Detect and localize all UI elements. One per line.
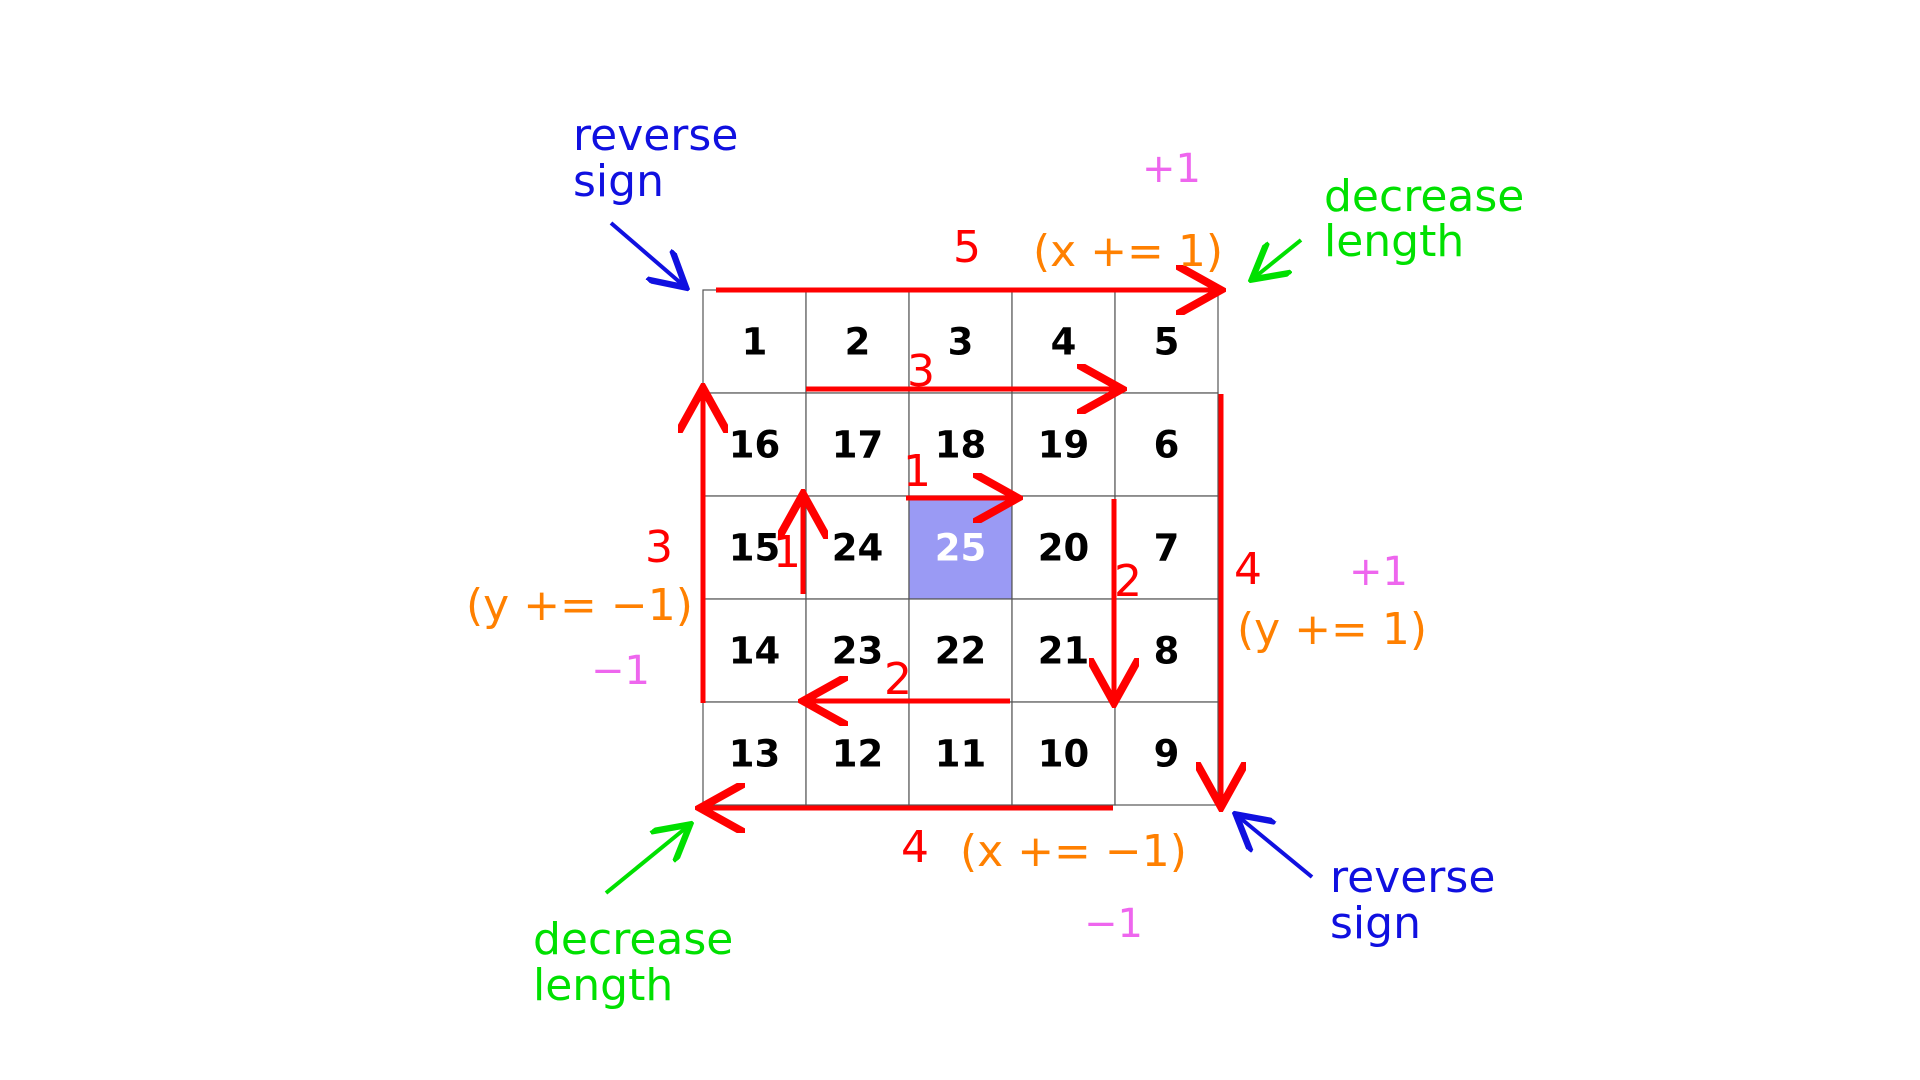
spiral-arrows — [703, 290, 1221, 808]
sign-top: +1 — [1142, 146, 1201, 192]
grid-cell-box — [702, 289, 807, 394]
grid-cell-9: 9 — [1114, 701, 1219, 806]
step-label-left: 3 — [645, 522, 673, 573]
grid-cell-4: 4 — [1011, 289, 1116, 394]
grid-cell-20: 20 — [1011, 495, 1116, 600]
grid-cell-number: 17 — [832, 424, 884, 467]
grid-cell-3: 3 — [908, 289, 1013, 394]
grid-cell-10: 10 — [1011, 701, 1116, 806]
grid-cell-21: 21 — [1011, 598, 1116, 703]
grid-cell-6: 6 — [1114, 392, 1219, 497]
increment-left: (y += −1) — [466, 580, 693, 631]
sign-left: −1 — [591, 648, 650, 694]
grid-cell-number: 22 — [935, 630, 987, 673]
step-label-bottom: 4 — [901, 822, 929, 873]
grid-cell-5: 5 — [1114, 289, 1219, 394]
increment-bottom: (x += −1) — [960, 826, 1187, 877]
step-label-center: 1 — [903, 446, 931, 497]
reverse-sign-arrow-bottom-right — [1239, 817, 1314, 879]
decrease-length-arrow-bottom-left — [604, 827, 687, 895]
grid-cell-number: 24 — [832, 527, 884, 570]
grid-cell-number: 4 — [1051, 321, 1077, 364]
grid-cell-8: 8 — [1114, 598, 1219, 703]
grid-cell-number: 11 — [935, 733, 987, 776]
grid-cell-2: 2 — [805, 289, 910, 394]
grid-cell-17: 17 — [805, 392, 910, 497]
decrease-length-bottom-left-line2: length — [533, 960, 673, 1011]
grid-cell-number: 6 — [1154, 424, 1180, 467]
grid-cell-number: 15 — [729, 527, 781, 570]
grid-cell-13: 13 — [702, 701, 807, 806]
grid-cell-number: 14 — [729, 630, 781, 673]
decrease-length-top-right-line1: decrease — [1324, 171, 1524, 222]
sign-labels: +1 +1 −1 −1 — [591, 146, 1408, 947]
decrease-length-bottom-left-line1: decrease — [533, 914, 733, 965]
grid-cell-19: 19 — [1011, 392, 1116, 497]
increment-right: (y += 1) — [1237, 604, 1427, 655]
reverse-sign-bottom-right-line2: sign — [1330, 898, 1421, 949]
grid-cell-number: 19 — [1038, 424, 1090, 467]
grid-cell-box — [908, 701, 1013, 806]
grid-cell-16: 16 — [702, 392, 807, 497]
step-label-inner-top: 3 — [907, 346, 935, 397]
step-label-top: 5 — [953, 222, 981, 273]
grid-cell-box — [1114, 495, 1219, 600]
grid-cell-number: 7 — [1154, 527, 1180, 570]
grid-cell-number: 5 — [1154, 321, 1180, 364]
decrease-length-top-right-line2: length — [1324, 216, 1464, 267]
grid-cell-23: 23 — [805, 598, 910, 703]
grid-cell-12: 12 — [805, 701, 910, 806]
step-label-inner-left: 1 — [773, 527, 801, 578]
step-labels: 5 4 4 3 3 2 2 1 1 — [645, 222, 1262, 873]
reverse-sign-arrow-top-left — [609, 221, 683, 285]
grid-cell-number: 8 — [1154, 630, 1180, 673]
step-label-inner-right: 2 — [1114, 556, 1142, 607]
grid-cell-25: 25 — [908, 495, 1013, 600]
grid-cell-number: 3 — [948, 321, 974, 364]
decrease-length-arrow-top-right — [1255, 238, 1303, 277]
grid-cell-box — [805, 392, 910, 497]
grid-cell-number: 10 — [1038, 733, 1090, 776]
step-label-right: 4 — [1234, 544, 1262, 595]
callout-arrows — [604, 221, 1314, 895]
grid-cell-box — [908, 598, 1013, 703]
grid-cell-22: 22 — [908, 598, 1013, 703]
grid-cell-number: 9 — [1154, 733, 1180, 776]
grid-cell-box — [1011, 495, 1116, 600]
increment-labels: (x += 1) (y += 1) (x += −1) (y += −1) — [466, 226, 1427, 877]
callout-texts: reverse sign decrease length reverse sig… — [533, 110, 1524, 1011]
grid-cell-number: 12 — [832, 733, 884, 776]
step-label-inner-bottom: 2 — [884, 654, 912, 705]
grid-cell-box — [702, 598, 807, 703]
grid-cell-number: 1 — [742, 321, 768, 364]
grid-cell-number: 23 — [832, 630, 884, 673]
grid-cell-number: 20 — [1038, 527, 1090, 570]
reverse-sign-bottom-right-line1: reverse — [1330, 852, 1495, 903]
grid-cell-11: 11 — [908, 701, 1013, 806]
sign-bottom: −1 — [1084, 901, 1143, 947]
increment-top: (x += 1) — [1033, 226, 1223, 277]
grid-cell-box — [1011, 701, 1116, 806]
sign-right: +1 — [1349, 549, 1408, 595]
grid-cell-24: 24 — [805, 495, 910, 600]
grid-cell-1: 1 — [702, 289, 807, 394]
grid-cell-number: 18 — [935, 424, 987, 467]
grid-cell-number: 21 — [1038, 630, 1090, 673]
reverse-sign-top-left-line2: sign — [573, 156, 664, 207]
grid-cell-number: 2 — [845, 321, 871, 364]
grid-cell-number: 13 — [729, 733, 781, 776]
grid-cell-7: 7 — [1114, 495, 1219, 600]
reverse-sign-top-left-line1: reverse — [573, 110, 738, 161]
grid-cell-number: 25 — [935, 527, 987, 570]
grid-cell-14: 14 — [702, 598, 807, 703]
grid-cell-number: 16 — [729, 424, 781, 467]
